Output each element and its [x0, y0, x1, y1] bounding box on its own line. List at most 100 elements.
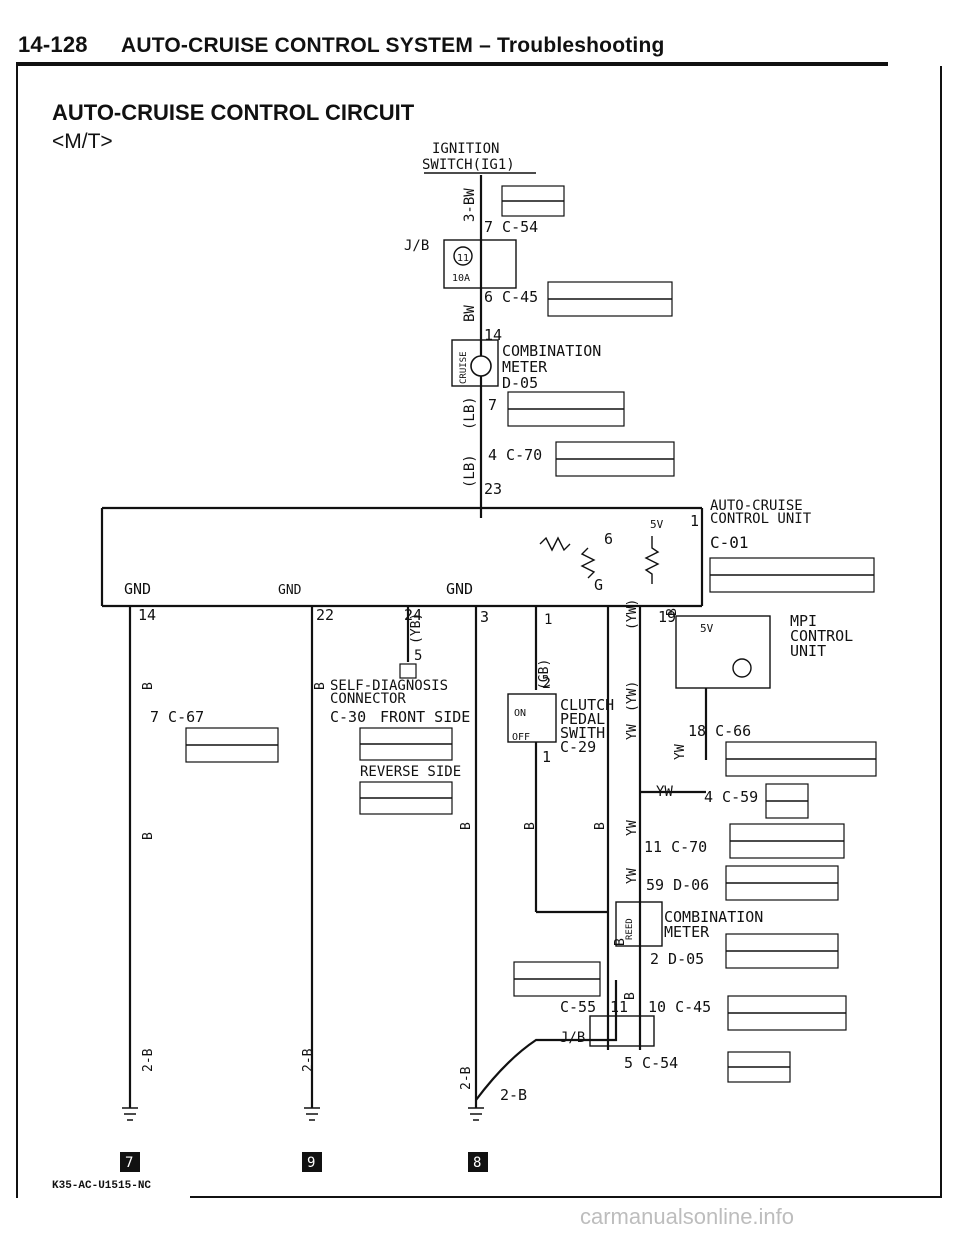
acu-connector-label: C-01 — [710, 533, 749, 552]
diagram-title: AUTO-CRUISE CONTROL CIRCUIT — [52, 100, 415, 125]
connector-c01 — [709, 557, 875, 593]
pin-3: 3 — [480, 608, 489, 626]
acu-input-resistor — [580, 547, 596, 579]
wire-label-3bw: 3-BW — [462, 188, 478, 222]
connector-c45-bottom — [727, 995, 847, 1031]
acu-5v-label: 5V — [650, 518, 664, 531]
jb-lower-label: J/B — [560, 1030, 585, 1046]
connector-c59 — [765, 783, 809, 819]
gnd-label-3: GND — [446, 580, 473, 598]
bottom-border — [190, 1196, 940, 1198]
combination-meter-bottom-label: COMBINATION METER — [664, 908, 772, 941]
ground-point-8-badge — [468, 1152, 488, 1172]
connector-d05-top — [507, 391, 625, 427]
connector-c55 — [513, 961, 601, 997]
connector-c70-bottom — [729, 823, 845, 859]
diag-connector-label: C-30 — [330, 708, 366, 726]
wire-label-b7: B — [613, 938, 628, 946]
reverse-side-label: REVERSE SIDE — [360, 764, 461, 780]
ground-symbol-icon — [468, 1107, 484, 1121]
pin-14-gnd: 14 — [138, 606, 156, 624]
diag-terminal-icon — [399, 663, 417, 679]
mpi-label: MPI CONTROL UNIT — [790, 612, 862, 660]
wire-label-b6: B — [593, 822, 608, 830]
connector-c45-bottom-label: 10 C-45 — [648, 998, 711, 1016]
wire-label-gb: (GB) — [537, 659, 552, 690]
junction-block — [443, 239, 517, 289]
connector-c59-label: 4 C-59 — [704, 788, 758, 806]
front-side-label: FRONT SIDE — [380, 708, 470, 726]
connector-d06-label: 59 D-06 — [646, 876, 709, 894]
combination-meter-top-label: COMBINATION METER D-05 — [502, 342, 610, 392]
clutch-switch-label: CLUTCH PEDAL SWITH C-29 — [560, 696, 623, 756]
mpi-unit-box — [675, 615, 771, 689]
diag-label: SELF-DIAGNOSIS CONNECTOR — [330, 678, 456, 707]
combination-meter-top-box — [451, 339, 499, 387]
wire-label-2b-3: 2-B — [459, 1066, 474, 1090]
clutch-on: ON — [514, 708, 526, 719]
wire-label-yw1: (YW) — [625, 599, 640, 630]
ground-point-8: 8 — [473, 1155, 481, 1171]
clutch-switch-box — [507, 693, 557, 743]
wire-label-b9: B — [665, 608, 680, 616]
connector-c30-reverse — [359, 781, 453, 815]
pin-22: 22 — [316, 606, 334, 624]
connector-c67-label: 7 C-67 — [150, 708, 204, 726]
wire-label-b5: B — [523, 822, 538, 830]
connector-c70-top — [555, 441, 675, 477]
ground-symbol-icon — [122, 1107, 138, 1121]
wire-label-b2: B — [141, 832, 156, 840]
wire-label-b8: B — [623, 992, 638, 1000]
connector-c54-label: 7 C-54 — [484, 218, 538, 236]
gnd-label-2: GND — [278, 583, 302, 598]
fuse-rating: 10A — [452, 273, 470, 284]
connector-c45-top — [547, 281, 673, 317]
fuse-number-circle — [453, 246, 473, 266]
connector-c66-label: 18 C-66 — [688, 722, 751, 740]
pin-1-clutch: 1 — [542, 748, 551, 766]
acu-resistor — [539, 536, 571, 552]
fuse-number: 11 — [457, 253, 469, 264]
pin-6: 6 — [604, 530, 613, 548]
pin-23: 23 — [484, 480, 502, 498]
wire-label-b4: B — [459, 822, 474, 830]
reed-switch-label: REED — [625, 918, 635, 940]
cruise-lamp-label: CRUISE — [459, 351, 469, 384]
cruise-indicator-lamp — [470, 355, 492, 377]
connector-c45-label: 6 C-45 — [484, 288, 538, 306]
pin-19: 19 — [658, 608, 676, 626]
left-border — [16, 66, 18, 1198]
pin-14: 14 — [484, 326, 502, 344]
wire-label-b3: B — [313, 682, 328, 690]
wire-label-2b-1: 2-B — [141, 1048, 156, 1072]
figure-code: K35-AC-U1515-NC — [52, 1180, 152, 1192]
connector-d05-bottom — [725, 933, 839, 969]
pin-1-mid: 1 — [544, 612, 552, 628]
mpi-transistor-icon — [732, 658, 752, 678]
ground-point-7: 7 — [125, 1155, 133, 1171]
page-header: 14-128 AUTO-CRUISE CONTROL SYSTEM – Trou… — [18, 32, 665, 58]
page-section-title: AUTO-CRUISE CONTROL SYSTEM – Troubleshoo… — [120, 34, 665, 57]
right-border — [940, 66, 942, 1198]
jb-label: J/B — [404, 238, 429, 254]
ignition-switch-label: IGNITION SWITCH(IG1) — [422, 141, 515, 173]
wire-label-lb1: (LB) — [462, 396, 478, 430]
connector-c55-label: C-55 — [560, 998, 596, 1016]
connector-c54-bottom — [727, 1051, 791, 1083]
pin-11: 11 — [610, 998, 628, 1016]
mpi-5v-label: 5V — [700, 622, 714, 635]
page-number: 14-128 — [18, 32, 88, 57]
wire-label-lb2: (LB) — [462, 454, 478, 488]
g-label: G — [594, 576, 603, 594]
connector-c70-top-label: 4 C-70 — [488, 446, 542, 464]
pin-7: 7 — [488, 396, 497, 414]
ground-point-9: 9 — [307, 1155, 315, 1171]
pin-1-top: 1 — [690, 512, 699, 530]
wire-label-yb: (YB) — [409, 613, 424, 644]
wire-label-yw3: YW — [673, 744, 688, 760]
wire-label-2b-4: 2-B — [500, 1086, 527, 1104]
pin-5: 5 — [414, 648, 422, 664]
ground-symbol-icon — [304, 1107, 320, 1121]
ground-point-7-badge — [120, 1152, 140, 1172]
clutch-off: OFF — [512, 732, 530, 743]
